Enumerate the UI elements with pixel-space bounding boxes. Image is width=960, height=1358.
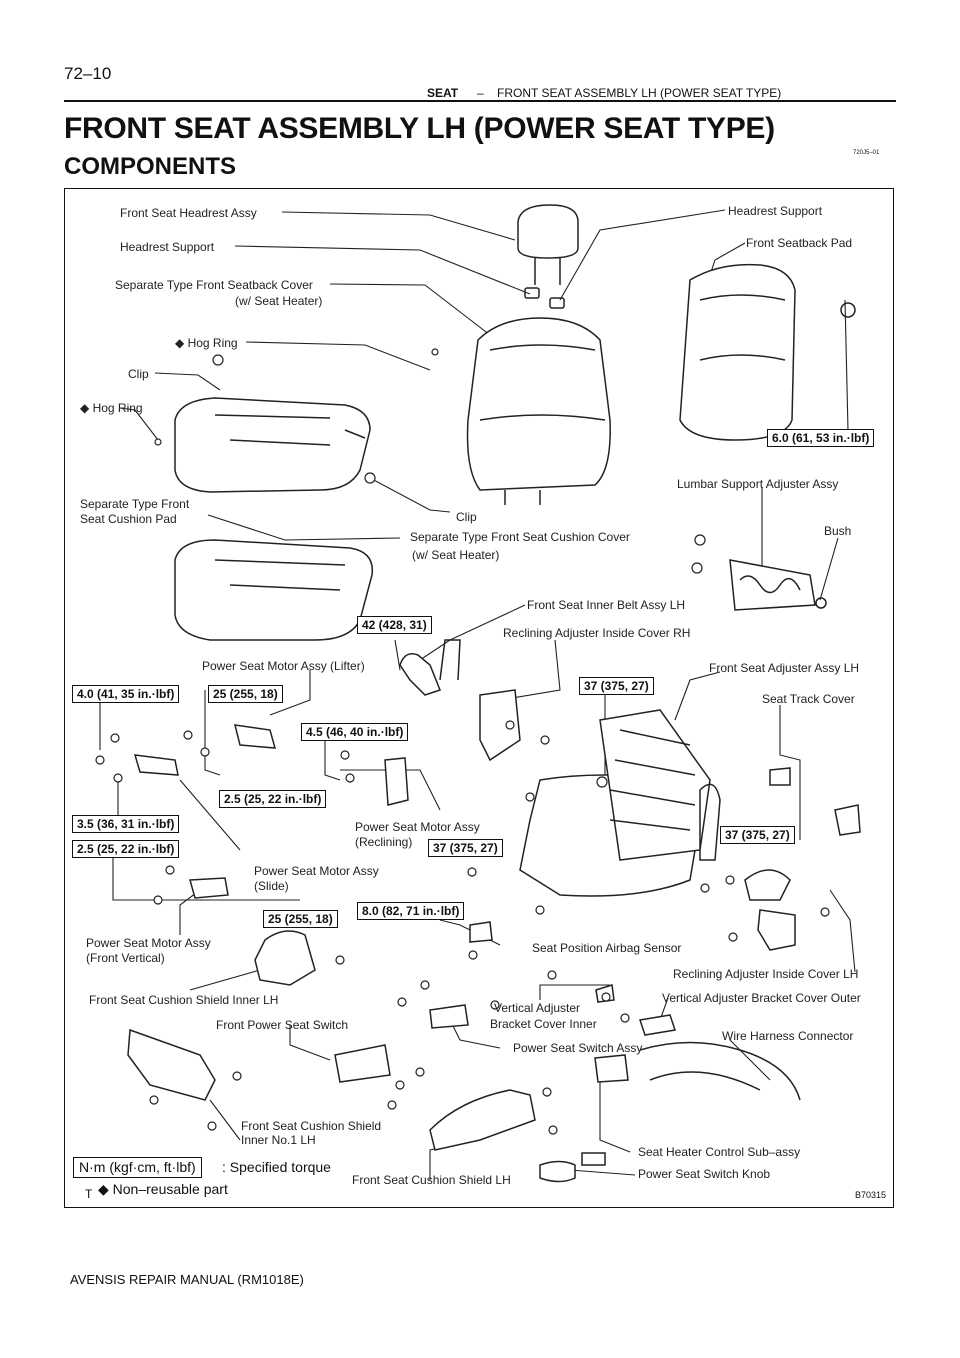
label-vertical-inner-2: Bracket Cover Inner [490,1017,597,1031]
label-power-switch-assy: Power Seat Switch Assy [513,1041,643,1055]
page-title: FRONT SEAT ASSEMBLY LH (POWER SEAT TYPE) [64,112,775,145]
label-clip-2: Clip [456,510,477,524]
torque-42: 42 (428, 31) [357,616,432,634]
header-rule [64,100,896,102]
footer-manual: AVENSIS REPAIR MANUAL (RM1018E) [70,1272,304,1287]
label-seat-track-cover: Seat Track Cover [762,692,855,706]
label-hog-ring-1: ◆ Hog Ring [175,336,238,350]
torque-37-c: 37 (375, 27) [720,826,795,844]
label-motor-front-vertical-2: (Front Vertical) [86,951,165,965]
label-bush: Bush [824,524,852,538]
torque-25-b: 25 (255, 18) [263,910,338,928]
label-vertical-outer: Vertical Adjuster Bracket Cover Outer [662,991,861,1005]
label-reclining-cover-rh: Reclining Adjuster Inside Cover RH [503,626,691,640]
header-section: SEAT [427,86,459,100]
label-seatback-cover-note: (w/ Seat Heater) [235,294,323,308]
label-front-seat-headrest-assy: Front Seat Headrest Assy [120,206,257,220]
torque-6-0: 6.0 (61, 53 in.·lbf) [767,429,875,447]
section-subtitle: COMPONENTS [64,153,237,180]
label-cushion-shield-lh: Front Seat Cushion Shield LH [352,1173,511,1187]
figure-id: B70315 [855,1190,887,1200]
label-shield-inner-no1-1: Front Seat Cushion Shield [241,1119,382,1133]
torque-37-b: 37 (375, 27) [428,839,503,857]
label-seatback-cover: Separate Type Front Seatback Cover [115,278,313,292]
label-reclining-cover-lh: Reclining Adjuster Inside Cover LH [673,967,859,981]
torque-2-5-a: 2.5 (25, 22 in.·lbf) [219,790,327,808]
label-headrest-support-left: Headrest Support [120,240,215,254]
label-motor-lifter: Power Seat Motor Assy (Lifter) [202,659,365,673]
label-cushion-cover: Separate Type Front Seat Cushion Cover [410,530,630,544]
label-clip-1: Clip [128,367,149,381]
legend-unit-box: N·m (kgf·cm, ft·lbf) [73,1157,202,1178]
page-number: 72–10 [64,64,112,83]
label-headrest-support-right: Headrest Support [728,204,823,218]
label-motor-reclining-1: Power Seat Motor Assy [355,820,480,834]
legend-t-mark: T [85,1187,93,1201]
diagram-frame [64,188,894,1208]
label-cushion-cover-note: (w/ Seat Heater) [412,548,500,562]
legend-specified-torque: : Specified torque [222,1159,331,1175]
label-adjuster-assy-lh: Front Seat Adjuster Assy LH [709,661,860,675]
label-vertical-inner-1: Vertical Adjuster [494,1001,581,1015]
label-lumbar-support: Lumbar Support Adjuster Assy [677,477,839,491]
label-hog-ring-2: ◆ Hog Ring [80,401,143,415]
torque-4-5: 4.5 (46, 40 in.·lbf) [301,723,409,741]
label-switch-knob: Power Seat Switch Knob [638,1167,771,1181]
label-inner-belt: Front Seat Inner Belt Assy LH [527,598,686,612]
label-front-power-switch: Front Power Seat Switch [216,1018,349,1032]
label-motor-reclining-2: (Reclining) [355,835,413,849]
label-heater-control: Seat Heater Control Sub–assy [638,1145,801,1159]
label-motor-front-vertical-1: Power Seat Motor Assy [86,936,211,950]
torque-4-0: 4.0 (41, 35 in.·lbf) [72,685,180,703]
figure-code: 720J5–01 [853,150,880,156]
torque-2-5-b: 2.5 (25, 22 in.·lbf) [72,840,180,858]
label-seat-cushion-pad-2: Seat Cushion Pad [80,512,177,526]
label-shield-inner-no1-2: Inner No.1 LH [241,1133,316,1147]
label-motor-slide-2: (Slide) [254,879,289,893]
label-airbag-sensor: Seat Position Airbag Sensor [532,941,682,955]
legend-non-reusable: ◆ Non–reusable part [98,1181,228,1197]
label-front-seatback-pad: Front Seatback Pad [746,236,853,250]
label-seat-cushion-pad-1: Separate Type Front [80,497,190,511]
label-wire-harness: Wire Harness Connector [722,1029,854,1043]
torque-37-a: 37 (375, 27) [579,677,654,695]
header-dash: – [477,86,484,100]
label-shield-inner-lh: Front Seat Cushion Shield Inner LH [89,993,279,1007]
torque-3-5: 3.5 (36, 31 in.·lbf) [72,815,180,833]
header-title: FRONT SEAT ASSEMBLY LH (POWER SEAT TYPE) [497,86,782,100]
torque-25-a: 25 (255, 18) [208,685,283,703]
torque-8-0: 8.0 (82, 71 in.·lbf) [357,902,465,920]
label-motor-slide-1: Power Seat Motor Assy [254,864,379,878]
